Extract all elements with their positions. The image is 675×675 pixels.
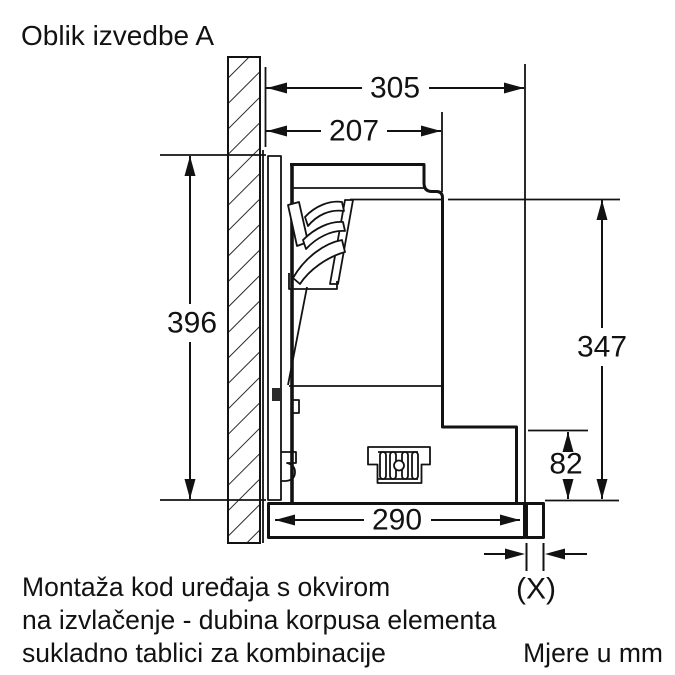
bracket-rib bbox=[379, 451, 387, 480]
rail-hook bbox=[281, 451, 297, 482]
dim-label-207: 207 bbox=[329, 115, 379, 148]
dim-label-290: 290 bbox=[372, 504, 422, 537]
footnote-block: Montaža kod uređaja s okvirom na izvlače… bbox=[22, 572, 663, 668]
dim-label-305: 305 bbox=[370, 72, 420, 105]
arrowhead-right-icon bbox=[500, 514, 520, 526]
extension-lines bbox=[160, 64, 620, 571]
footnote-line-3: sukladno tablici za kombinacije bbox=[22, 638, 386, 668]
dim-label-396: 396 bbox=[167, 307, 217, 340]
flap-band-bottom bbox=[292, 239, 346, 285]
arrowhead-left-icon bbox=[267, 125, 287, 137]
bracket-screw bbox=[393, 459, 405, 472]
dim-label-82: 82 bbox=[549, 448, 582, 481]
arrowhead-right-icon bbox=[505, 548, 525, 560]
arrowhead-left-icon bbox=[275, 514, 295, 526]
footnote-line-1: Montaža kod uređaja s okvirom bbox=[22, 572, 390, 602]
wall-section bbox=[227, 56, 264, 544]
arrowhead-down-icon bbox=[562, 479, 574, 499]
arrowhead-left-icon bbox=[545, 548, 565, 560]
dim-total-depth: 305 bbox=[266, 72, 524, 105]
flap-assembly bbox=[287, 199, 354, 290]
mounting-rail bbox=[267, 155, 282, 501]
back-wall-step bbox=[292, 399, 300, 414]
interior-slant-line bbox=[287, 286, 308, 386]
dim-pullout-depth: 290 bbox=[275, 504, 520, 537]
page-title: Oblik izvedbe A bbox=[21, 20, 214, 51]
flap-band-middle bbox=[302, 221, 346, 250]
flap-band-top bbox=[304, 200, 345, 227]
arrowhead-up-icon bbox=[596, 200, 608, 220]
footnote-line-2: na izvlačenje - dubina korpusa elementa bbox=[22, 605, 497, 635]
wall-hatch bbox=[227, 56, 261, 544]
dim-label-x: (X) bbox=[516, 573, 556, 606]
units-label: Mjere u mm bbox=[523, 638, 663, 668]
arrowhead-right-icon bbox=[504, 82, 524, 94]
dimensions: 305 207 396 347 82 bbox=[160, 64, 627, 606]
power-bracket bbox=[367, 446, 431, 484]
appliance bbox=[267, 155, 545, 539]
arrowhead-down-icon bbox=[596, 479, 608, 499]
rail-clip bbox=[272, 388, 280, 401]
arrowhead-left-icon bbox=[267, 82, 287, 94]
flap-tray bbox=[288, 273, 338, 290]
bracket-rib bbox=[411, 451, 419, 480]
dim-label-347: 347 bbox=[577, 331, 627, 364]
body-outline bbox=[290, 163, 518, 503]
arrowhead-up-icon bbox=[562, 432, 574, 452]
pullout-panel bbox=[267, 502, 526, 539]
dim-lower-height: 82 bbox=[549, 432, 583, 499]
pullout-front-strip bbox=[525, 502, 545, 539]
arrowhead-up-icon bbox=[184, 156, 196, 176]
dim-body-height: 347 bbox=[577, 200, 627, 499]
arrowhead-right-icon bbox=[421, 125, 441, 137]
dim-upper-depth: 207 bbox=[266, 115, 441, 148]
arrowhead-down-icon bbox=[184, 479, 196, 499]
dim-front-panel-thickness: (X) bbox=[484, 548, 587, 606]
dim-niche-height: 396 bbox=[167, 156, 217, 499]
